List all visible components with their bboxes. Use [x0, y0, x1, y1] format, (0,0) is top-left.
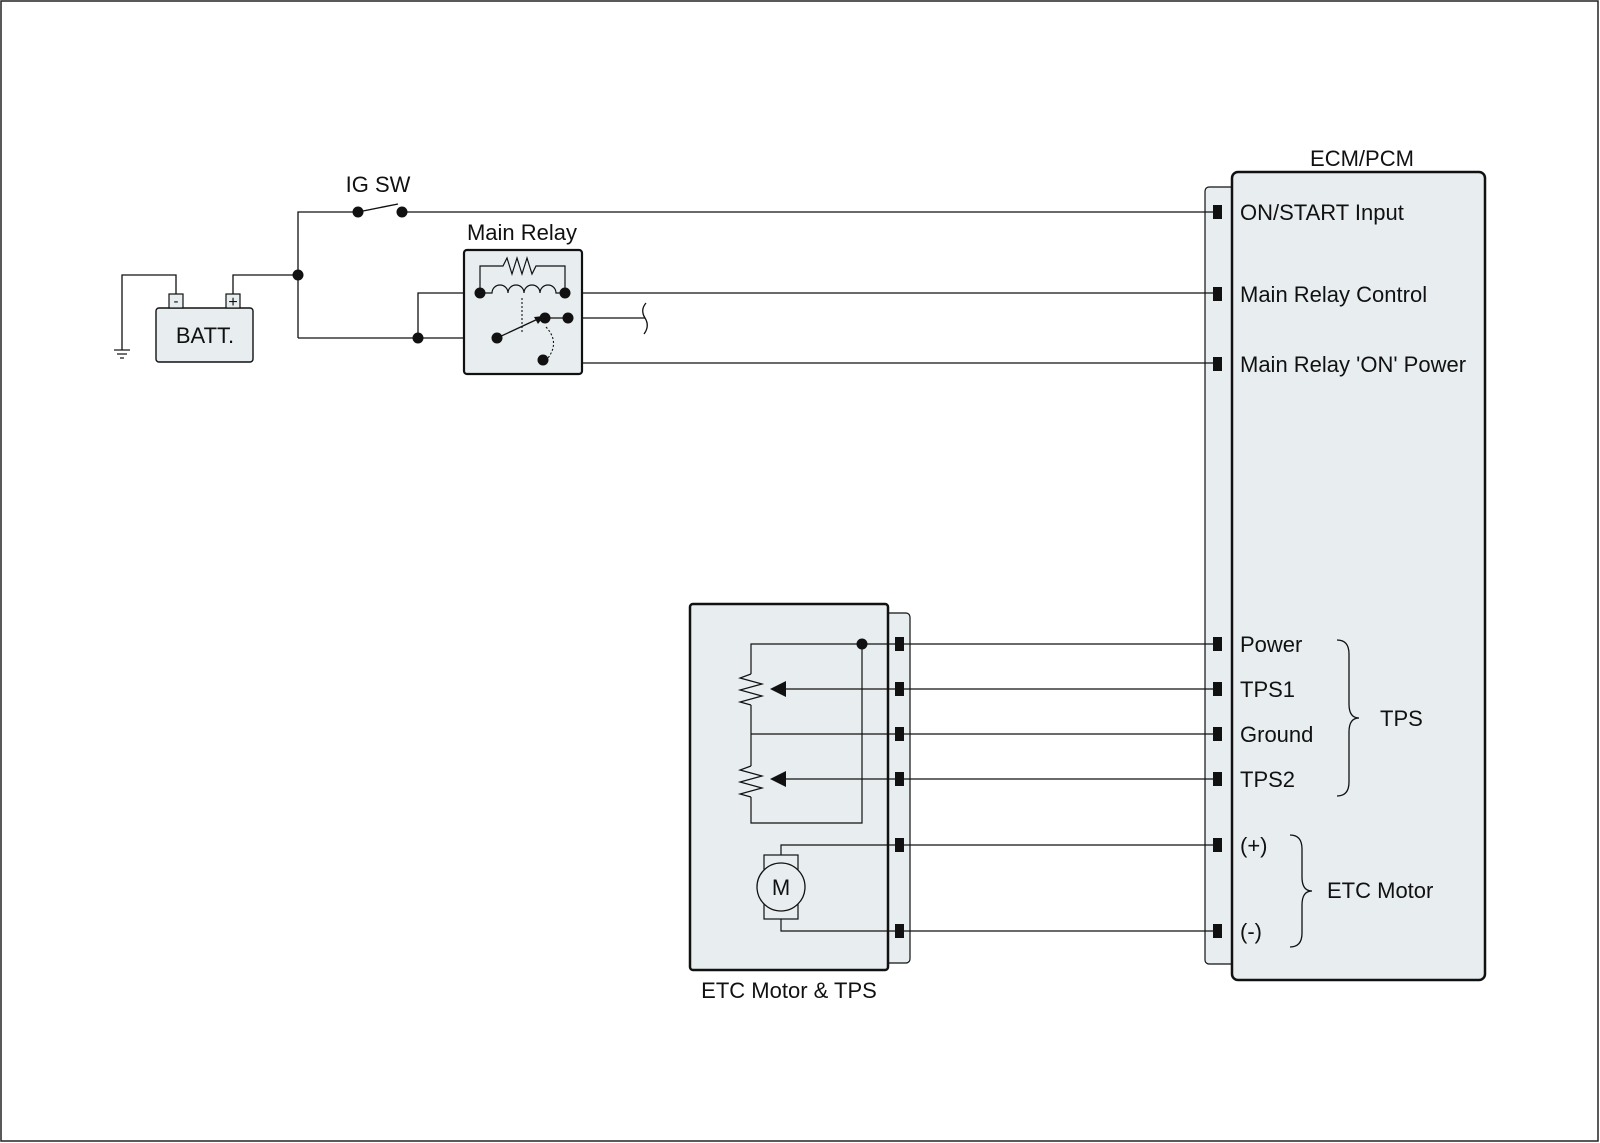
brace-icon	[1289, 834, 1313, 948]
power-wiring	[297, 211, 1213, 364]
potentiometer-icon	[737, 765, 765, 798]
pin-terminal	[895, 924, 904, 938]
pin-terminal	[1213, 682, 1222, 696]
pin-terminal	[895, 838, 904, 852]
ecm-box	[1230, 170, 1487, 982]
wire-break-icon	[642, 302, 648, 335]
pin-terminal	[1213, 772, 1222, 786]
pin-label-motor-neg: (-)	[1240, 919, 1262, 944]
harness-wires	[904, 643, 1213, 932]
main-relay: Main Relay	[462, 220, 584, 376]
ecm-title: ECM/PCM	[1310, 146, 1414, 171]
potentiometer-icon	[737, 673, 765, 706]
wire-ground	[121, 274, 177, 350]
main-relay-label: Main Relay	[467, 220, 577, 245]
motor-icon	[756, 844, 895, 932]
etc-module: ETC Motor & TPS M	[688, 602, 911, 1003]
coil-icon	[480, 284, 565, 294]
pin-terminal	[1213, 637, 1222, 651]
battery-icon	[155, 307, 254, 363]
junction-dot	[562, 312, 574, 324]
resistor-icon	[479, 255, 566, 293]
pin-terminal	[1213, 924, 1222, 938]
pin-label-tps2: TPS2	[1240, 767, 1295, 792]
wire-coil-feed	[417, 292, 480, 338]
motor-symbol: M	[772, 875, 790, 900]
wire-relay-on-power	[567, 318, 1213, 364]
ground-icon	[114, 349, 130, 359]
pin-terminal	[1213, 357, 1222, 371]
switch-icon	[352, 203, 408, 218]
ecm-pcm: ECM/PCM ON/START Input Main Relay Contro…	[1204, 146, 1487, 982]
wire-bplus-trunk	[297, 211, 358, 338]
pin-terminal	[895, 682, 904, 696]
pin-label-relay-control: Main Relay Control	[1240, 282, 1427, 307]
junction-dot	[412, 332, 424, 344]
junction-dot	[474, 287, 486, 299]
wire-battery-positive	[232, 274, 298, 294]
main-relay-box	[462, 248, 584, 376]
pin-label-on-start: ON/START Input	[1240, 200, 1404, 225]
pin-label-relay-on-power: Main Relay 'ON' Power	[1240, 352, 1466, 377]
junction-dot	[856, 638, 868, 650]
etc-module-label: ETC Motor & TPS	[701, 978, 877, 1003]
battery-pos-sign: +	[228, 294, 237, 311]
ig-switch: IG SW	[346, 172, 411, 218]
relay-armature	[496, 317, 541, 339]
battery: - + BATT.	[114, 274, 298, 363]
pin-label-motor-pos: (+)	[1240, 833, 1268, 858]
tps2-wiper-arrow	[770, 771, 786, 787]
pin-label-power: Power	[1240, 632, 1302, 657]
group-label-etc-motor: ETC Motor	[1327, 878, 1433, 903]
etc-box	[688, 602, 890, 972]
ig-switch-label: IG SW	[346, 172, 411, 197]
relay-nc-contact	[537, 354, 549, 366]
pin-terminal	[895, 727, 904, 741]
relay-travel-arc	[545, 326, 555, 359]
pin-terminal	[895, 637, 904, 651]
pin-terminal	[1213, 838, 1222, 852]
group-label-tps: TPS	[1380, 706, 1423, 731]
junction-dot	[292, 269, 304, 281]
tps1-wiper-arrow	[770, 681, 786, 697]
pin-terminal	[1213, 205, 1222, 219]
battery-neg-sign: -	[174, 293, 179, 310]
pin-label-tps1: TPS1	[1240, 677, 1295, 702]
battery-label: BATT.	[176, 323, 234, 348]
wire-tps-power-internal	[750, 643, 895, 674]
pin-terminal	[1213, 287, 1222, 301]
brace-icon	[1336, 639, 1360, 797]
pin-terminal	[895, 772, 904, 786]
pin-terminal	[1213, 727, 1222, 741]
junction-dot	[559, 287, 571, 299]
pin-label-ground: Ground	[1240, 722, 1313, 747]
